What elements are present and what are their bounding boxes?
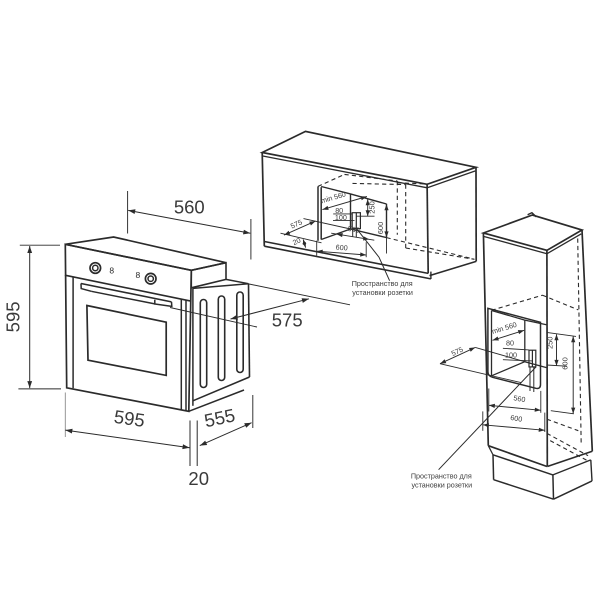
svg-text:250: 250	[545, 337, 554, 350]
svg-text:560: 560	[513, 393, 526, 404]
svg-text:560: 560	[174, 197, 205, 218]
svg-text:8: 8	[136, 270, 141, 280]
svg-text:575: 575	[289, 217, 304, 230]
svg-text:20: 20	[291, 236, 302, 247]
svg-text:600: 600	[510, 413, 523, 424]
svg-text:575: 575	[450, 345, 465, 358]
svg-text:575: 575	[272, 310, 303, 331]
svg-text:установки розетки: установки розетки	[411, 481, 472, 490]
svg-text:Пространство для: Пространство для	[352, 279, 413, 288]
svg-text:595: 595	[3, 301, 24, 332]
svg-text:100: 100	[335, 213, 347, 222]
svg-text:100: 100	[505, 350, 517, 359]
svg-text:250: 250	[368, 201, 377, 214]
svg-text:8: 8	[109, 266, 114, 276]
svg-text:555: 555	[202, 404, 237, 431]
svg-text:20: 20	[188, 468, 209, 489]
svg-text:Пространство для: Пространство для	[411, 472, 472, 481]
svg-text:560: 560	[347, 224, 360, 235]
svg-text:600: 600	[376, 222, 385, 235]
svg-text:595: 595	[113, 406, 146, 431]
svg-text:600: 600	[561, 357, 570, 370]
svg-text:600: 600	[335, 243, 348, 253]
svg-text:min 560: min 560	[320, 189, 347, 205]
svg-text:80: 80	[506, 339, 514, 348]
svg-text:установки розетки: установки розетки	[352, 288, 413, 297]
svg-text:80: 80	[335, 206, 343, 215]
